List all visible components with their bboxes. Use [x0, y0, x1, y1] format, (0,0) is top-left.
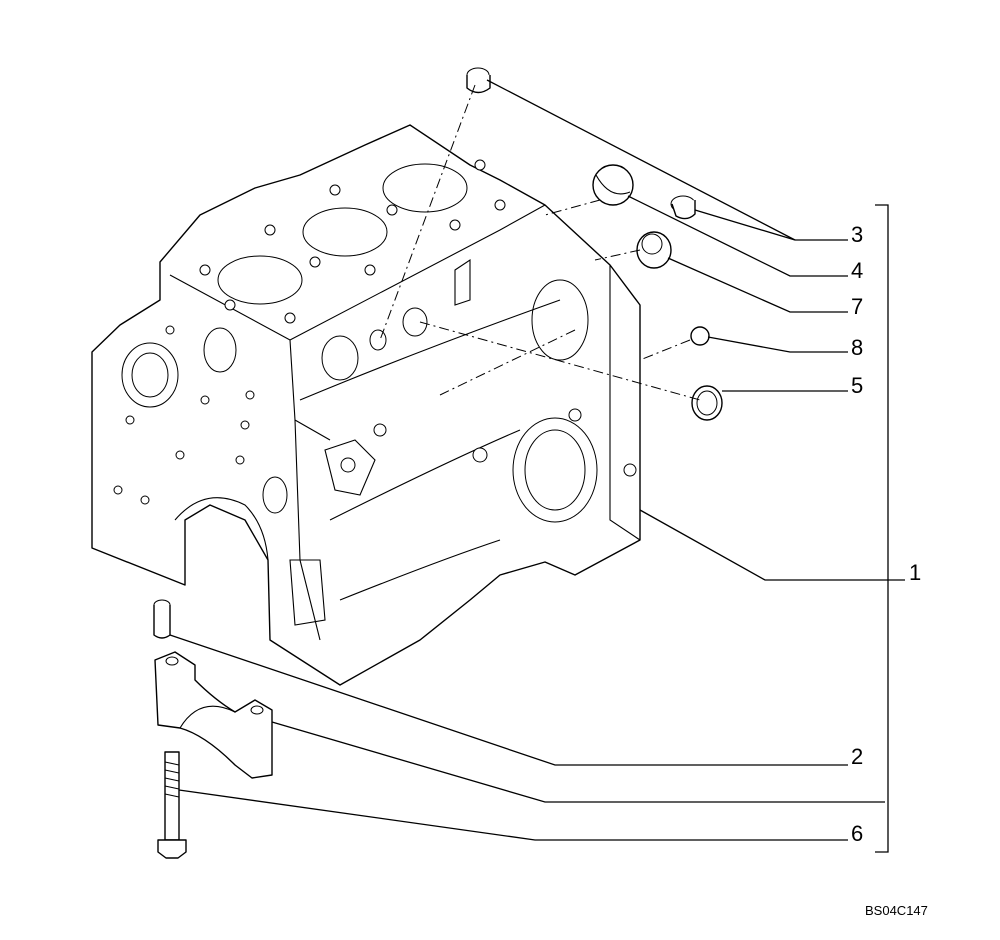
callout-3: 3 — [851, 222, 863, 247]
callout-6: 6 — [851, 821, 863, 846]
plug-part-3-top — [466, 67, 491, 94]
dowel-part-2 — [153, 599, 171, 639]
plug-part-8 — [690, 326, 710, 346]
callout-1: 1 — [909, 560, 921, 585]
assembly-lines — [379, 84, 701, 401]
plug-part-3-side — [670, 195, 696, 220]
bushing-part-7 — [636, 231, 672, 269]
bolt-part-6 — [157, 751, 187, 859]
main-bearing-cap — [154, 651, 273, 779]
assembly-bracket — [875, 204, 889, 853]
engine-block — [91, 124, 641, 686]
leader-lines — [169, 79, 905, 841]
callout-8: 8 — [851, 335, 863, 360]
callout-4: 4 — [851, 258, 863, 283]
reference-code: BS04C147 — [865, 903, 928, 918]
callout-5: 5 — [851, 373, 863, 398]
callout-2: 2 — [851, 744, 863, 769]
seal-ring-part-5 — [691, 385, 723, 421]
callout-labels: 3 4 7 8 5 1 2 6 — [851, 222, 921, 846]
cup-plug-part-4 — [592, 164, 634, 206]
callout-7: 7 — [851, 294, 863, 319]
